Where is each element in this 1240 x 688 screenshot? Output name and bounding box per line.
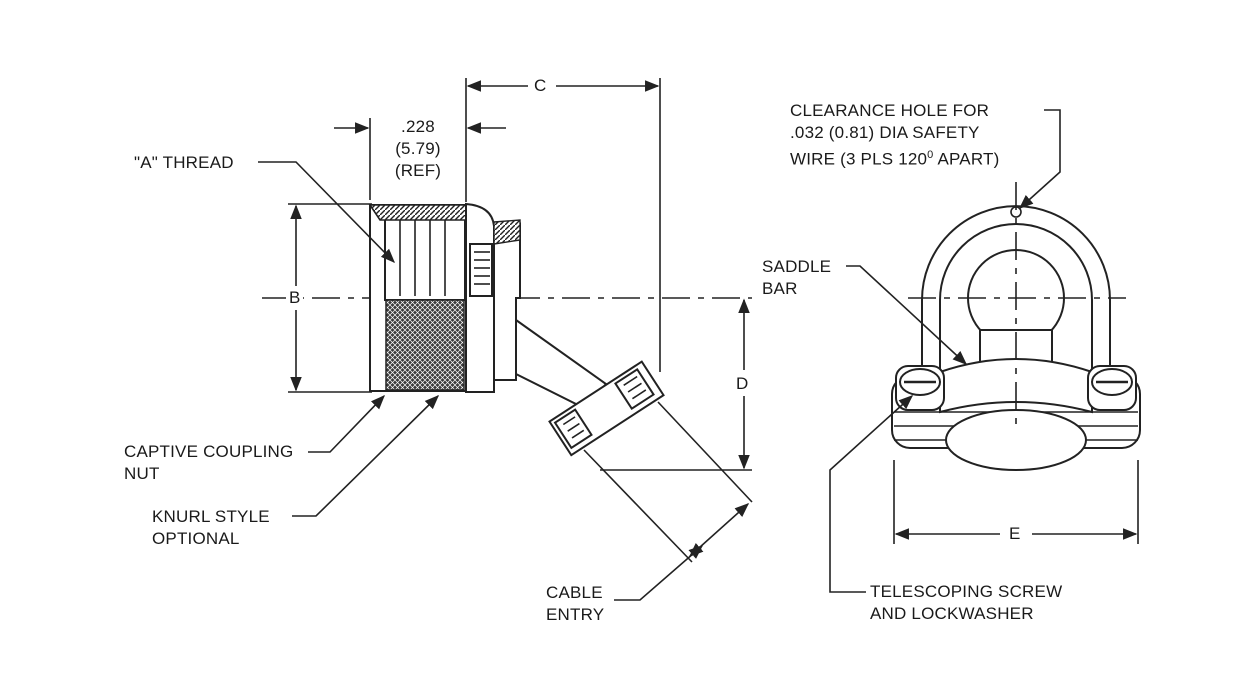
ref-579-label: (5.79) — [395, 139, 441, 158]
telescoping-screw-right — [1087, 365, 1137, 411]
knurl-pattern — [385, 299, 465, 391]
cable-entry-label-1: CABLE — [546, 583, 603, 602]
side-view — [258, 78, 753, 601]
clearance-hole-label-3: WIRE (3 PLS 1200 APART) — [790, 149, 1000, 169]
knurl-style-label-2: OPTIONAL — [152, 529, 240, 548]
dimension-c: C — [531, 76, 550, 96]
captive-coupling-label-1: CAPTIVE COUPLING — [124, 442, 294, 461]
clearance-hole-label-2: .032 (0.81) DIA SAFETY — [790, 123, 980, 142]
cable-entry-label-2: ENTRY — [546, 605, 605, 624]
end-view — [829, 109, 1141, 593]
dimension-d: D — [733, 374, 752, 394]
knurl-style-label-1: KNURL STYLE — [152, 507, 270, 526]
saddle-bar-label-2: BAR — [762, 279, 798, 298]
telescoping-screw-label-2: AND LOCKWASHER — [870, 604, 1034, 623]
ref-ref-label: (REF) — [394, 161, 442, 180]
a-thread-label: "A" THREAD — [134, 153, 234, 172]
dimension-e: E — [1006, 524, 1024, 544]
captive-coupling-label-2: NUT — [124, 464, 160, 483]
dimension-b: B — [286, 288, 304, 308]
clearance-hole-label-1: CLEARANCE HOLE FOR — [790, 101, 990, 120]
saddle-bar-label-1: SADDLE — [762, 257, 832, 276]
telescoping-screw-label-1: TELESCOPING SCREW — [870, 582, 1063, 601]
ref-228-label: .228 — [401, 117, 435, 136]
